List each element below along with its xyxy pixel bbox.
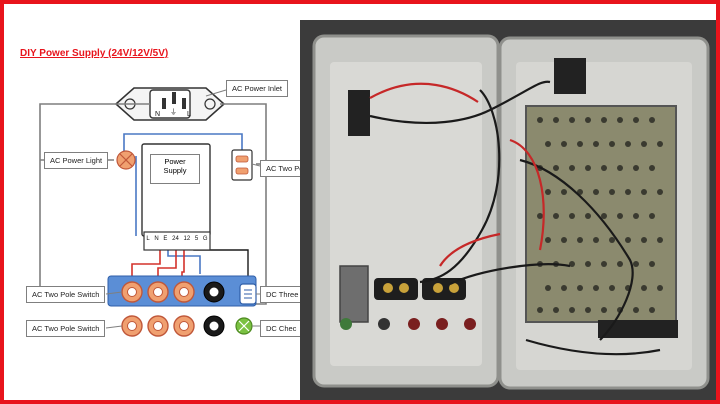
label-power-supply: Power Supply: [150, 154, 200, 184]
terminal-strip: [143, 231, 211, 251]
terminal-label-g: G: [202, 236, 208, 242]
dc-three-connector-icon: [239, 283, 257, 305]
terminal-label-5: 5: [194, 236, 199, 242]
dc-check-light-icon: [235, 317, 253, 335]
ac-two-pole-connector-icon: [231, 149, 253, 181]
ac-power-inlet-icon: N ⏚ L: [114, 87, 226, 121]
inlet-pin-earth: ⏚: [170, 108, 177, 116]
diagram-title: DIY Power Supply (24V/12V/5V): [20, 48, 169, 59]
label-ac-power-light: AC Power Light: [44, 152, 109, 169]
terminal-label-24: 24: [172, 236, 179, 242]
terminal-label-e: E: [163, 236, 168, 242]
label-ac-power-inlet: AC Power Inlet: [226, 80, 289, 97]
label-ac-two-pole-switch-1: AC Two Pole Switch: [26, 286, 106, 303]
terminal-label-12: 12: [183, 236, 191, 242]
terminal-label-n: N: [154, 236, 159, 242]
label-dc-three: DC Three: [260, 286, 304, 303]
terminal-labels: L N E 24 12 5 G: [144, 236, 210, 242]
output-terminals-bottom: [121, 315, 225, 337]
ac-power-light-icon: [116, 150, 136, 170]
enclosure-photo: [300, 20, 716, 400]
label-ac-two-pole-right: AC Two Po: [260, 160, 309, 177]
inlet-pin-l: L: [187, 111, 191, 118]
output-terminals-top: [121, 281, 225, 303]
terminal-label-l: L: [146, 236, 150, 242]
inlet-pin-n: N: [155, 111, 160, 118]
label-dc-check: DC Chec: [260, 320, 302, 337]
label-ac-two-pole-switch-2: AC Two Pole Switch: [26, 320, 106, 337]
